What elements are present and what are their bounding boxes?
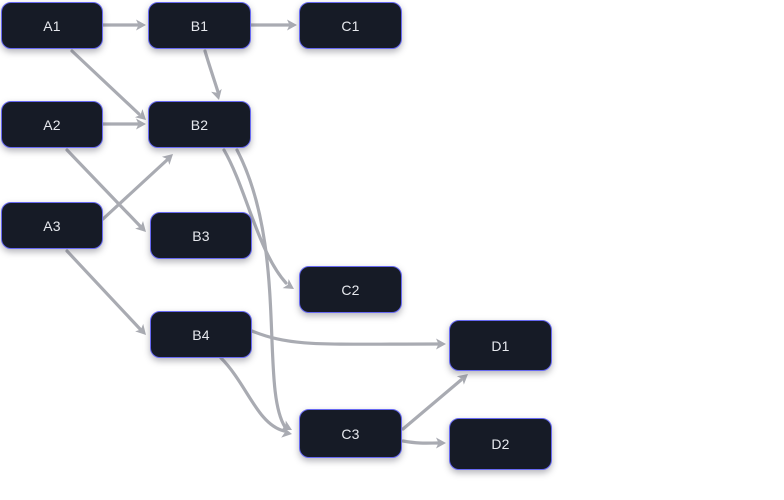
arrowhead-icon <box>436 437 446 449</box>
edge-B2-C3 <box>235 148 292 431</box>
arrowhead-icon <box>134 109 146 120</box>
node-C1[interactable]: C1 <box>299 2 402 49</box>
node-label: A3 <box>43 217 61 234</box>
edge-A1-B2 <box>70 49 146 120</box>
edge-B1-C1 <box>249 19 297 31</box>
node-B2[interactable]: B2 <box>148 101 251 148</box>
edge-line <box>203 49 220 94</box>
edge-A2-B2 <box>101 118 146 130</box>
edge-line <box>401 378 463 431</box>
edge-line <box>65 148 142 228</box>
node-A3[interactable]: A3 <box>1 202 103 249</box>
edge-line <box>250 329 440 346</box>
edge-line <box>401 439 440 445</box>
node-C2[interactable]: C2 <box>299 266 402 313</box>
node-label: C3 <box>341 425 360 442</box>
edge-B4-D1 <box>250 329 446 350</box>
arrowhead-icon <box>281 426 292 438</box>
edge-line <box>101 158 169 221</box>
node-A2[interactable]: A2 <box>1 101 103 148</box>
edge-line <box>219 356 286 433</box>
node-label: B1 <box>190 17 209 34</box>
arrowhead-icon <box>287 19 297 31</box>
edge-A1-B1 <box>101 19 146 31</box>
edge-C3-D1 <box>401 374 468 431</box>
edge-line <box>65 249 142 331</box>
arrowhead-icon <box>211 88 222 100</box>
node-label: B3 <box>192 227 210 244</box>
edge-A3-B2 <box>101 154 173 221</box>
edge-B2-C2 <box>222 148 294 289</box>
node-label: A1 <box>43 17 61 34</box>
edge-B1-B2 <box>203 49 222 100</box>
node-D2[interactable]: D2 <box>449 418 552 470</box>
arrowhead-icon <box>282 278 294 289</box>
node-B4[interactable]: B4 <box>150 311 252 358</box>
edge-line <box>222 148 288 285</box>
node-label: B2 <box>190 116 209 133</box>
node-A1[interactable]: A1 <box>1 2 103 49</box>
node-B3[interactable]: B3 <box>150 212 252 259</box>
arrowhead-icon <box>135 323 146 335</box>
arrowhead-icon <box>280 420 292 431</box>
node-label: B4 <box>192 326 210 343</box>
edge-B4-C3 <box>219 356 292 438</box>
node-label: A2 <box>43 116 61 133</box>
arrowhead-icon <box>436 338 446 350</box>
edge-A3-B4 <box>65 249 146 335</box>
node-B1[interactable]: B1 <box>148 2 251 49</box>
arrowhead-icon <box>135 220 146 232</box>
edge-line <box>235 148 287 429</box>
node-label: D2 <box>491 436 510 452</box>
node-C3[interactable]: C3 <box>299 409 402 458</box>
node-D1[interactable]: D1 <box>449 320 552 371</box>
edge-line <box>70 49 141 116</box>
node-label: C1 <box>341 17 360 34</box>
arrowhead-icon <box>136 118 146 130</box>
node-label: D1 <box>491 337 510 354</box>
arrowhead-icon <box>456 374 468 385</box>
arrowhead-icon <box>136 19 146 31</box>
arrowhead-icon <box>161 154 173 165</box>
edge-A2-B3 <box>65 148 146 232</box>
node-label: C2 <box>341 281 360 298</box>
edge-C3-D2 <box>401 437 446 449</box>
